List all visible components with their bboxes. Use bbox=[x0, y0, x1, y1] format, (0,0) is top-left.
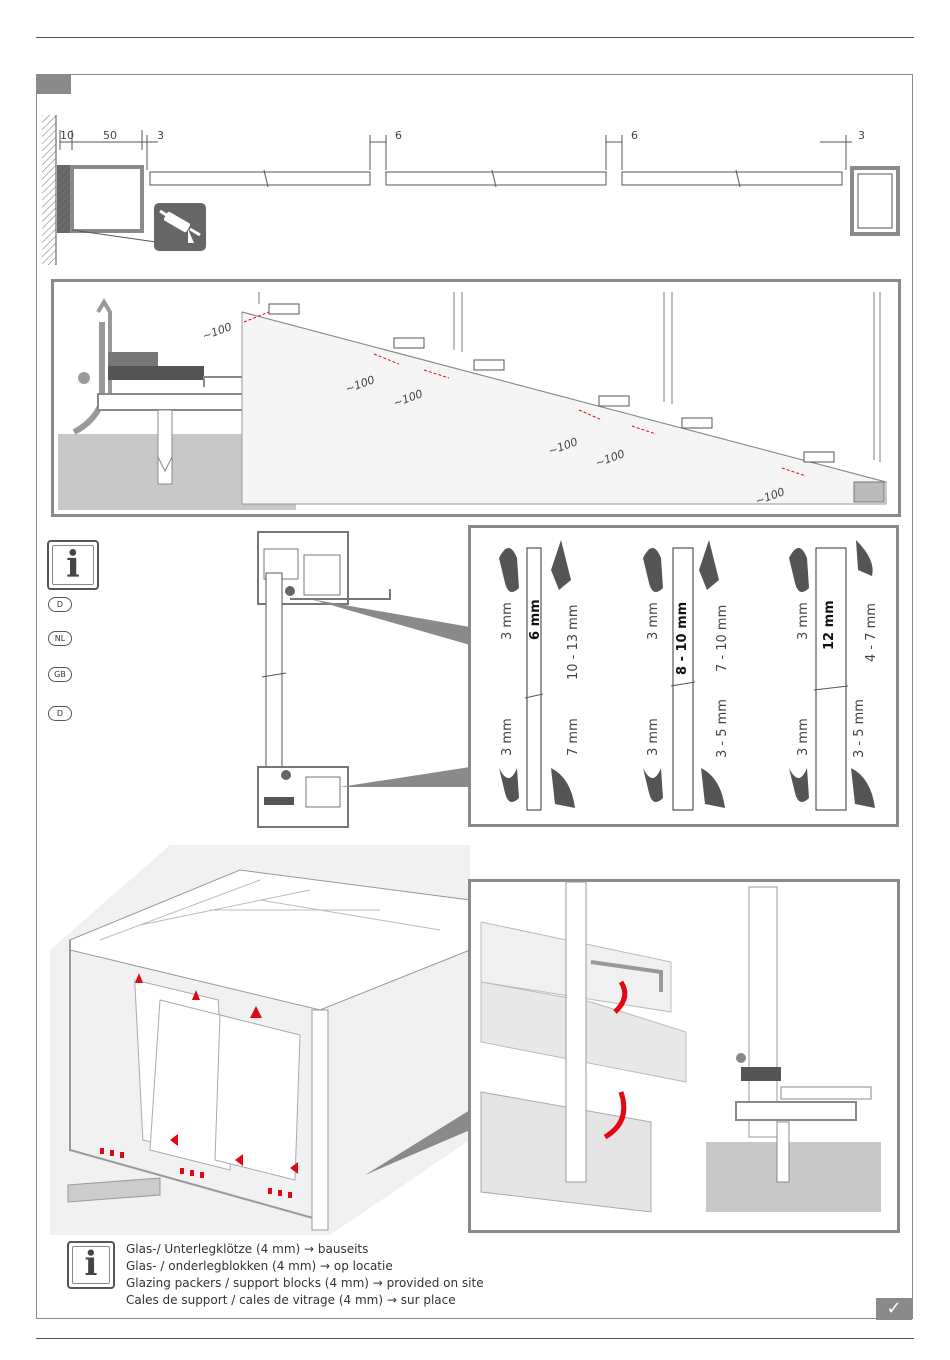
c1-top-mm: 3 mm bbox=[500, 602, 515, 640]
glass-pane-2 bbox=[385, 171, 607, 186]
bottom-rule bbox=[36, 1338, 914, 1339]
dim-3-left: 3 bbox=[157, 129, 164, 142]
dim-3-right: 3 bbox=[858, 129, 865, 142]
lang-badge-nl: NL bbox=[48, 631, 72, 646]
spacing-illustration bbox=[58, 292, 887, 510]
c2-top-mm: 3 mm bbox=[646, 602, 661, 640]
check-icon: ✓ bbox=[876, 1298, 912, 1320]
c1-bot-mm: 3 mm bbox=[500, 718, 515, 756]
glass-pane-3 bbox=[621, 171, 843, 186]
lang-badge-d2: D bbox=[48, 706, 72, 721]
page-frame bbox=[36, 74, 913, 1319]
wall bbox=[42, 115, 56, 265]
dim-6-a: 6 bbox=[395, 129, 402, 142]
footer-line-de: Glas-/ Unterlegklötze (4 mm) → bauseits bbox=[126, 1242, 369, 1256]
top-rule bbox=[36, 37, 914, 38]
c1-range-top: 10 - 13 mm bbox=[566, 604, 581, 681]
info-glyph: i bbox=[66, 544, 80, 586]
glass-thickness-illustration bbox=[499, 540, 875, 811]
c3-glass: 12 mm bbox=[822, 600, 837, 650]
c1-range-bot: 7 mm bbox=[566, 718, 581, 756]
footer-info-icon: i bbox=[67, 1241, 115, 1289]
wall-profile bbox=[70, 165, 144, 233]
caulking-gun-icon bbox=[154, 203, 206, 251]
vertical-profile bbox=[257, 531, 470, 828]
info-icon: i bbox=[47, 540, 99, 590]
lang-badge-gb: GB bbox=[48, 667, 72, 682]
glazing-perspective bbox=[50, 845, 471, 1235]
detail-illustration bbox=[480, 881, 886, 1222]
c2-bot-mm: 3 mm bbox=[646, 718, 661, 756]
top-section bbox=[42, 115, 900, 265]
c2-range-top: 7 - 10 mm bbox=[715, 604, 730, 672]
c3-range-bot: 3 - 5 mm bbox=[852, 699, 867, 758]
footer-line-fr: Cales de support / cales de vitrage (4 m… bbox=[126, 1293, 456, 1307]
c2-glass: 8 - 10 mm bbox=[675, 601, 690, 675]
c2-range-bot: 3 - 5 mm bbox=[715, 699, 730, 758]
dim-6-b: 6 bbox=[631, 129, 638, 142]
footer-info-glyph: i bbox=[84, 1244, 98, 1284]
c3-top-mm: 3 mm bbox=[796, 602, 811, 640]
dim-50: 50 bbox=[103, 129, 117, 142]
c3-range-top: 4 - 7 mm bbox=[864, 603, 879, 662]
glass-pane-1 bbox=[149, 171, 371, 186]
c1-glass: 6 mm bbox=[528, 599, 543, 640]
footer-line-gb: Glazing packers / support blocks (4 mm) … bbox=[126, 1276, 484, 1290]
dim-10: 10 bbox=[60, 129, 74, 142]
lang-badge-d: D bbox=[48, 597, 72, 612]
footer-line-nl: Glas- / onderlegblokken (4 mm) → op loca… bbox=[126, 1259, 393, 1273]
c3-bot-mm: 3 mm bbox=[796, 718, 811, 756]
step-tab bbox=[36, 74, 71, 94]
